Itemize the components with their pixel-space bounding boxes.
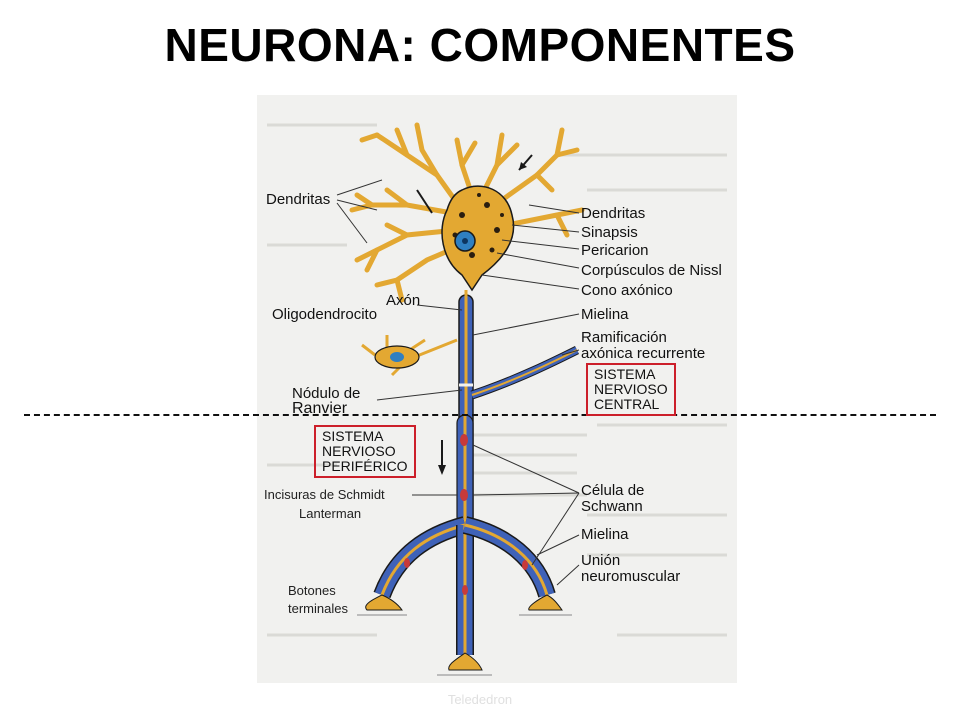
label-incisuras-2: Lanterman — [299, 506, 362, 521]
soma — [441, 185, 515, 292]
box-snp-line-1: SISTEMA — [322, 428, 384, 444]
label-celula-1: Célula de — [581, 482, 645, 499]
label-union-2: neuromuscular — [581, 568, 681, 585]
box-snc-line-3: CENTRAL — [594, 396, 660, 412]
label-dendritas-right: Dendritas — [581, 205, 646, 222]
watermark: Telededron — [447, 692, 513, 707]
label-axon: Axón — [386, 292, 421, 309]
label-ramificacion-2: axónica recurrente — [581, 345, 706, 362]
box-snc-line-2: NERVIOSO — [594, 381, 668, 397]
label-pericarion: Pericarion — [581, 242, 649, 259]
dendrites — [349, 122, 585, 303]
box-snp-line-3: PERIFÉRICO — [322, 458, 408, 474]
neuron-diagram-panel — [257, 95, 737, 683]
oligodendrocyte — [361, 335, 458, 377]
label-oligodendrocito: Oligodendrocito — [272, 306, 378, 323]
label-botones-1: Botones — [288, 583, 336, 598]
label-nodulo-2: Ranvier — [292, 400, 348, 417]
label-corpusculos-nissl: Corpúsculos de Nissl — [581, 262, 722, 279]
box-sistema-nervioso-periferico: SISTEMA NERVIOSO PERIFÉRICO — [314, 425, 416, 478]
label-sinapsis: Sinapsis — [581, 224, 638, 241]
label-cono-axonico: Cono axónico — [581, 282, 673, 299]
label-nodulo-1: Nódulo de — [292, 385, 361, 402]
cns-pns-divider — [24, 414, 936, 416]
label-union-1: Unión — [581, 552, 621, 569]
page-title: NEURONA: COMPONENTES — [164, 19, 796, 71]
label-celula-2: Schwann — [581, 498, 643, 515]
box-snc-line-1: SISTEMA — [594, 366, 656, 382]
label-mielina-top: Mielina — [581, 306, 629, 323]
neuron-illustration — [267, 122, 727, 676]
label-mielina-bottom: Mielina — [581, 526, 629, 543]
label-botones-2: terminales — [288, 601, 348, 616]
box-sistema-nervioso-central: SISTEMA NERVIOSO CENTRAL — [586, 363, 676, 416]
label-dendritas-left: Dendritas — [266, 191, 331, 208]
label-incisuras-1: Incisuras de Schmidt — [264, 487, 385, 502]
box-snp-line-2: NERVIOSO — [322, 443, 396, 459]
label-ramificacion-1: Ramificación — [581, 329, 667, 346]
